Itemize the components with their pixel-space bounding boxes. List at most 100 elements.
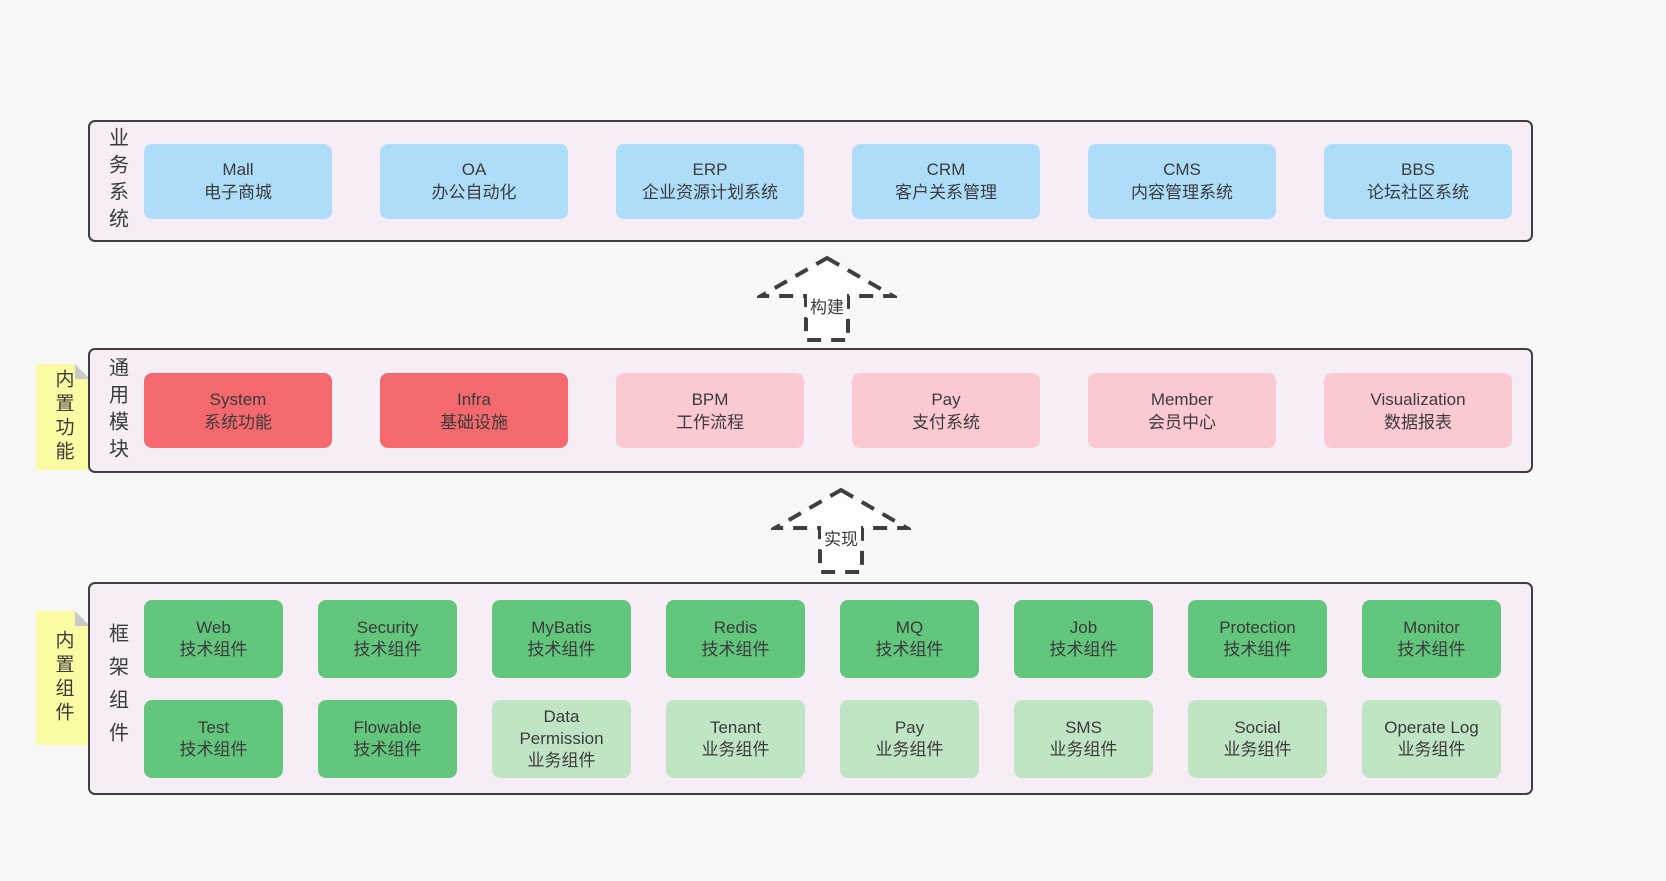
diagram-box: Job 技术组件 <box>1014 599 1153 678</box>
sticky-note-builtin-components: 内置组件 <box>36 611 90 745</box>
box-subtitle: 技术组件 <box>1397 639 1466 659</box>
box-title: Pay <box>894 717 925 737</box>
box-title: Redis <box>713 617 758 637</box>
box-subtitle: 工作流程 <box>676 412 744 432</box>
diagram-box: Data Permission 业务组件 <box>492 699 631 778</box>
diagram-box: Redis 技术组件 <box>666 599 805 678</box>
box-title: ERP <box>692 160 728 179</box>
box-title: MyBatis <box>531 617 592 637</box>
box-title: Pay <box>931 389 961 409</box>
build-arrow-label: 构建 <box>807 293 847 318</box>
diagram-box: Member 会员中心 <box>1088 373 1276 448</box>
diagram-box: Mall 电子商城 <box>144 143 332 219</box>
diagram-box: Flowable 技术组件 <box>318 699 457 778</box>
box-title: BPM <box>691 389 729 409</box>
box-subtitle: 论坛社区系统 <box>1367 183 1469 202</box>
box-title: MQ <box>895 617 924 637</box>
box-title: Flowable <box>353 717 422 737</box>
box-subtitle: 企业资源计划系统 <box>642 183 778 202</box>
box-subtitle: 技术组件 <box>179 739 248 759</box>
box-title: Operate Log <box>1384 717 1479 737</box>
diagram-box: BBS 论坛社区系统 <box>1324 143 1512 219</box>
diagram-box: Protection 技术组件 <box>1188 599 1327 678</box>
box-subtitle: 基础设施 <box>440 412 508 432</box>
diagram-box: System 系统功能 <box>144 373 332 448</box>
diagram-box: Social 业务组件 <box>1188 699 1327 778</box>
box-subtitle: 技术组件 <box>875 639 944 659</box>
box-title: System <box>209 389 267 409</box>
box-title: Data Permission <box>519 706 604 748</box>
implement-arrow: 实现 <box>771 487 911 575</box>
box-title: Job <box>1069 617 1098 637</box>
diagram-box: ERP 企业资源计划系统 <box>616 143 804 219</box>
box-title: Infra <box>456 389 492 409</box>
panel-label-common-modules: 通用模块 <box>105 356 128 465</box>
framework-components-panel: 框架组件 Web 技术组件 Security 技术组件 MyBatis 技术组件… <box>88 582 1533 795</box>
sticky-note-text: 内置组件 <box>52 630 74 726</box>
box-subtitle: 技术组件 <box>353 739 422 759</box>
diagram-box: CMS 内容管理系统 <box>1088 143 1276 219</box>
box-subtitle: 技术组件 <box>179 639 248 659</box>
box-title: Security <box>356 617 419 637</box>
framework-components-rows: Web 技术组件 Security 技术组件 MyBatis 技术组件 Redi… <box>144 584 1531 793</box>
box-subtitle: 办公自动化 <box>431 183 517 202</box>
common-modules-row: System 系统功能 Infra 基础设施 BPM 工作流程 Pay 支付系统… <box>144 350 1531 471</box>
common-modules-panel: 通用模块 System 系统功能 Infra 基础设施 BPM 工作流程 Pay… <box>88 348 1533 473</box>
diagram-box: MyBatis 技术组件 <box>492 599 631 678</box>
diagram-box: Pay 支付系统 <box>852 373 1040 448</box>
business-systems-row: Mall 电子商城 OA 办公自动化 ERP 企业资源计划系统 CRM 客户关系… <box>144 122 1531 240</box>
box-subtitle: 电子商城 <box>204 183 272 202</box>
box-subtitle: 数据报表 <box>1384 412 1452 432</box>
diagram-box: Operate Log 业务组件 <box>1362 699 1501 778</box>
framework-components-row-1: Web 技术组件 Security 技术组件 MyBatis 技术组件 Redi… <box>144 599 1531 678</box>
box-title: OA <box>461 160 487 179</box>
box-subtitle: 技术组件 <box>527 639 596 659</box>
box-subtitle: 客户关系管理 <box>895 183 997 202</box>
diagram-box: Test 技术组件 <box>144 699 283 778</box>
box-subtitle: 业务组件 <box>701 739 770 759</box>
box-title: Test <box>197 717 230 737</box>
panel-label-framework-components: 框架组件 <box>105 622 128 755</box>
box-subtitle: 业务组件 <box>1397 739 1466 759</box>
diagram-box: OA 办公自动化 <box>380 143 568 219</box>
build-arrow: 构建 <box>757 255 897 343</box>
box-title: Tenant <box>709 717 762 737</box>
box-title: Mall <box>222 160 254 179</box>
sticky-note-builtin-features: 内置功能 <box>36 364 90 470</box>
box-title: Social <box>1234 717 1281 737</box>
diagram-box: Security 技术组件 <box>318 599 457 678</box>
box-subtitle: 会员中心 <box>1148 412 1216 432</box>
box-subtitle: 技术组件 <box>1049 639 1118 659</box>
diagram-box: Web 技术组件 <box>144 599 283 678</box>
diagram-box: Monitor 技术组件 <box>1362 599 1501 678</box>
box-subtitle: 支付系统 <box>912 412 980 432</box>
box-subtitle: 内容管理系统 <box>1131 183 1233 202</box>
diagram-box: SMS 业务组件 <box>1014 699 1153 778</box>
box-subtitle: 系统功能 <box>204 412 272 432</box>
framework-components-row-2: Test 技术组件 Flowable 技术组件 Data Permission … <box>144 699 1531 778</box>
box-title: CRM <box>926 160 966 179</box>
diagram-box: BPM 工作流程 <box>616 373 804 448</box>
box-title: Monitor <box>1403 617 1460 637</box>
diagram-box: Pay 业务组件 <box>840 699 979 778</box>
box-subtitle: 业务组件 <box>527 750 596 770</box>
diagram-box: MQ 技术组件 <box>840 599 979 678</box>
panel-label-business-systems: 业务系统 <box>105 127 128 235</box>
box-title: CMS <box>1163 160 1201 179</box>
diagram-box: Visualization 数据报表 <box>1324 373 1512 448</box>
box-subtitle: 技术组件 <box>353 639 422 659</box>
box-title: BBS <box>1400 160 1436 179</box>
implement-arrow-label: 实现 <box>821 525 861 550</box>
box-subtitle: 技术组件 <box>1223 639 1292 659</box>
sticky-note-text: 内置功能 <box>52 369 74 465</box>
box-title: Member <box>1150 389 1214 409</box>
box-subtitle: 技术组件 <box>701 639 770 659</box>
diagram-box: Tenant 业务组件 <box>666 699 805 778</box>
box-subtitle: 业务组件 <box>875 739 944 759</box>
box-title: Web <box>196 617 231 637</box>
diagram-box: Infra 基础设施 <box>380 373 568 448</box>
diagram-box: CRM 客户关系管理 <box>852 143 1040 219</box>
box-subtitle: 业务组件 <box>1049 739 1118 759</box>
business-systems-panel: 业务系统 Mall 电子商城 OA 办公自动化 ERP 企业资源计划系统 CRM… <box>88 120 1533 242</box>
